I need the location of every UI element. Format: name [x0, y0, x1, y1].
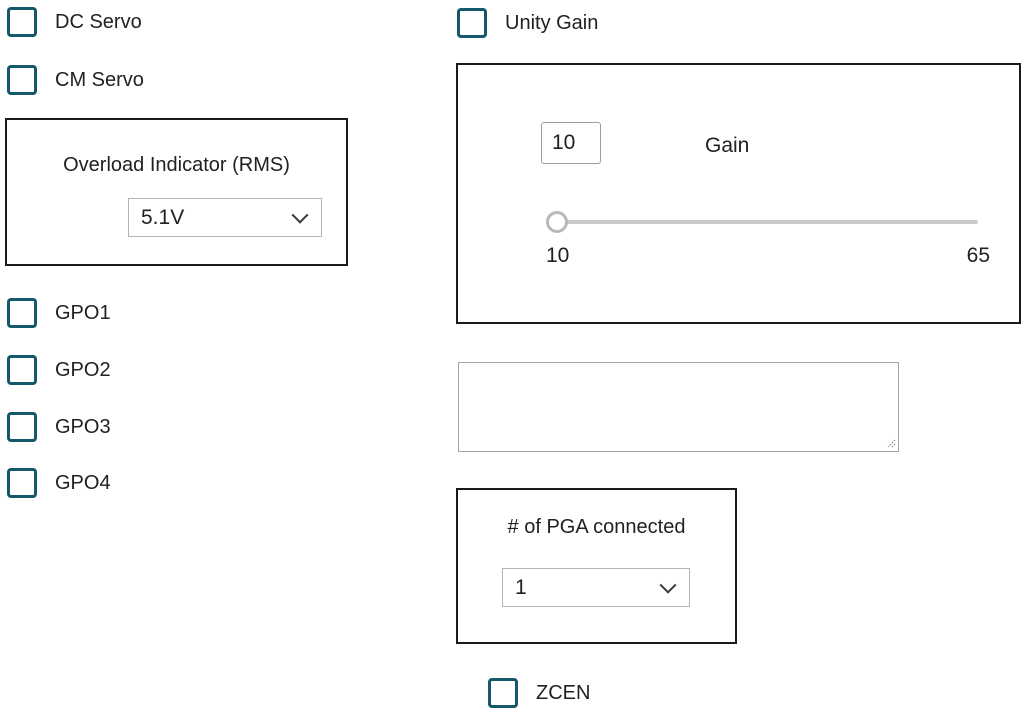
chevron-down-icon — [659, 576, 677, 594]
gpo4-checkbox[interactable] — [7, 468, 37, 498]
gpo3-checkbox[interactable] — [7, 412, 37, 442]
notes-textarea[interactable] — [458, 362, 899, 452]
gpo1-row[interactable]: GPO1 — [7, 298, 111, 328]
dc-servo-checkbox[interactable] — [7, 7, 37, 37]
unity-gain-checkbox[interactable] — [457, 8, 487, 38]
zcen-label: ZCEN — [536, 682, 591, 704]
pga-count-group: # of PGA connected 1 — [456, 488, 737, 644]
gain-slider-max-label: 65 — [966, 244, 990, 267]
cm-servo-checkbox[interactable] — [7, 65, 37, 95]
pga-count-value: 1 — [515, 575, 527, 599]
notes-textarea-wrap — [458, 362, 899, 452]
gain-slider-handle[interactable] — [546, 211, 568, 233]
gpo3-row[interactable]: GPO3 — [7, 412, 111, 442]
pga-count-select[interactable]: 1 — [502, 568, 690, 607]
dc-servo-label: DC Servo — [55, 11, 142, 33]
dc-servo-row[interactable]: DC Servo — [7, 7, 142, 37]
zcen-checkbox[interactable] — [488, 678, 518, 708]
pga-count-title: # of PGA connected — [507, 516, 686, 538]
gain-label: Gain — [705, 134, 750, 157]
gain-input[interactable] — [541, 122, 601, 164]
cm-servo-row[interactable]: CM Servo — [7, 65, 144, 95]
zcen-row[interactable]: ZCEN — [488, 678, 590, 708]
gain-slider-track[interactable] — [557, 220, 978, 224]
gpo1-checkbox[interactable] — [7, 298, 37, 328]
gain-slider-labels: 10 65 — [546, 243, 990, 269]
unity-gain-label: Unity Gain — [505, 12, 599, 34]
gain-slider-min-label: 10 — [546, 244, 570, 267]
overload-indicator-group: Overload Indicator (RMS) 5.1V — [5, 118, 348, 266]
overload-threshold-select[interactable]: 5.1V — [128, 198, 322, 237]
gpo4-label: GPO4 — [55, 472, 111, 494]
gpo3-label: GPO3 — [55, 416, 111, 438]
gain-group: Gain 10 65 — [456, 63, 1021, 324]
overload-threshold-value: 5.1V — [141, 205, 185, 229]
gpo2-label: GPO2 — [55, 359, 111, 381]
overload-indicator-title: Overload Indicator (RMS) — [63, 154, 290, 176]
chevron-down-icon — [291, 206, 309, 224]
cm-servo-label: CM Servo — [55, 69, 144, 91]
unity-gain-row[interactable]: Unity Gain — [457, 8, 598, 38]
gpo4-row[interactable]: GPO4 — [7, 468, 111, 498]
gpo2-row[interactable]: GPO2 — [7, 355, 111, 385]
gpo1-label: GPO1 — [55, 302, 111, 324]
gpo2-checkbox[interactable] — [7, 355, 37, 385]
